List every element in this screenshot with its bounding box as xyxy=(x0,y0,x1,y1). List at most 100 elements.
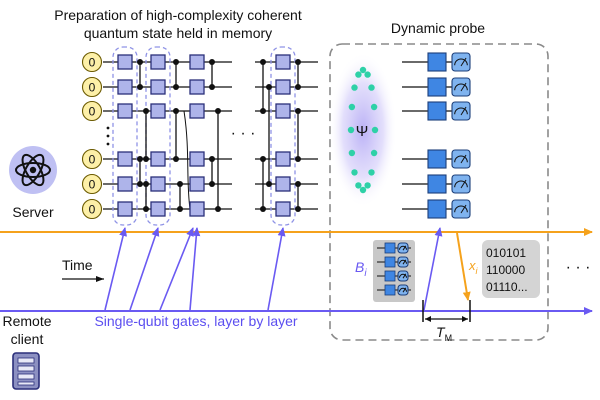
entangler-line xyxy=(183,110,191,210)
control-dot xyxy=(295,181,301,187)
state-dot xyxy=(348,149,356,157)
meter-icon xyxy=(451,52,471,72)
basis-label: Bi xyxy=(355,259,367,279)
control-dot xyxy=(260,156,266,162)
meter-icon xyxy=(397,256,409,268)
probe-gate xyxy=(427,174,447,194)
meter-arc xyxy=(454,58,468,66)
probe-gate xyxy=(427,199,447,219)
outcome-arrow xyxy=(456,232,471,301)
gate-instruction-arrow xyxy=(129,227,160,311)
control-dot xyxy=(173,108,179,114)
bitstrings-box xyxy=(482,240,540,298)
meter-arc xyxy=(454,107,468,115)
gate-instruction-arrow xyxy=(189,227,201,311)
control-dot xyxy=(215,108,221,114)
ellipsis-dot xyxy=(106,134,110,138)
state-dot xyxy=(368,84,375,91)
single-qubit-gate xyxy=(189,201,205,217)
meter-needle xyxy=(402,287,407,293)
state-dot xyxy=(351,169,358,176)
control-dot xyxy=(209,181,215,187)
tm-label: TM xyxy=(436,324,452,343)
circuit-ellipsis: · · · xyxy=(231,125,256,142)
meter-needle xyxy=(402,259,407,265)
server-label: Server xyxy=(12,204,54,220)
outcome-label: xi xyxy=(468,258,479,276)
control-dot xyxy=(177,181,183,187)
control-dot xyxy=(137,156,143,162)
single-qubit-gate xyxy=(275,103,291,119)
psi-label: Ψ xyxy=(356,123,369,140)
state-dot xyxy=(370,149,378,157)
meter-needle xyxy=(460,154,467,164)
single-qubit-gate xyxy=(150,79,166,95)
meter-icon xyxy=(451,101,471,121)
control-dot xyxy=(137,84,143,90)
gate-instruction-arrow xyxy=(104,227,127,311)
qubit-init-label: 0 xyxy=(89,178,96,192)
single-qubit-gate xyxy=(150,54,166,70)
gate-instruction-arrow xyxy=(267,227,286,311)
meter-icon xyxy=(451,77,471,97)
qubit-init xyxy=(81,51,103,73)
dynamic-probe-box xyxy=(329,43,549,341)
single-qubit-gate xyxy=(150,176,166,192)
control-dot xyxy=(137,181,143,187)
control-dot xyxy=(173,156,179,162)
qubit-init-label: 0 xyxy=(89,56,96,70)
bitstring-3: 01110... xyxy=(486,280,528,294)
single-qubit-gate xyxy=(150,103,166,119)
title-line-2: quantum state held in memory xyxy=(84,25,272,41)
ellipsis-dot xyxy=(106,142,110,146)
single-qubit-gate xyxy=(275,79,291,95)
quantum-state-glow xyxy=(329,52,397,208)
state-dot xyxy=(359,186,367,194)
state-dot xyxy=(347,126,355,134)
meter-arc xyxy=(454,155,468,163)
state-dot xyxy=(370,103,378,111)
qubit-init-label: 0 xyxy=(89,153,96,167)
meter-arc xyxy=(454,180,468,188)
title-line-1: Preparation of high-complexity coherent xyxy=(54,7,302,23)
meter-icon xyxy=(397,284,409,296)
state-dot xyxy=(364,71,371,78)
qubit-init xyxy=(81,198,103,220)
meter-arc xyxy=(399,273,407,278)
tm-arrow-left xyxy=(425,316,431,322)
control-dot xyxy=(260,108,266,114)
single-qubit-gate xyxy=(189,54,205,70)
probe-gate xyxy=(427,52,447,72)
single-qubit-gate xyxy=(117,54,133,70)
bitstring-1: 010101 xyxy=(486,246,526,260)
mini-gate xyxy=(384,256,396,268)
single-qubit-gate xyxy=(150,151,166,167)
control-dot xyxy=(295,108,301,114)
qubit-init-label: 0 xyxy=(89,203,96,217)
single-qubit-gate xyxy=(117,79,133,95)
tm-arrow-right xyxy=(462,316,468,322)
meter-icon xyxy=(397,270,409,282)
state-dot xyxy=(364,182,371,189)
single-qubit-gate xyxy=(150,201,166,217)
state-dot xyxy=(351,84,358,91)
meter-arc xyxy=(399,287,407,292)
meter-arc xyxy=(399,245,407,250)
meter-arc xyxy=(454,205,468,213)
meter-arc xyxy=(399,259,407,264)
control-dot xyxy=(209,84,215,90)
control-dot xyxy=(143,206,149,212)
trailing-dots: · · · xyxy=(566,259,591,276)
state-dot xyxy=(348,103,356,111)
gate-instruction-arrows xyxy=(104,227,443,311)
control-dot xyxy=(173,59,179,65)
meter-needle xyxy=(402,273,407,279)
meter-icon xyxy=(451,174,471,194)
state-dot xyxy=(355,71,362,78)
single-qubit-gate xyxy=(275,151,291,167)
single-qubit-gate xyxy=(275,201,291,217)
gate-layer-outline xyxy=(112,46,138,226)
control-dot xyxy=(209,156,215,162)
